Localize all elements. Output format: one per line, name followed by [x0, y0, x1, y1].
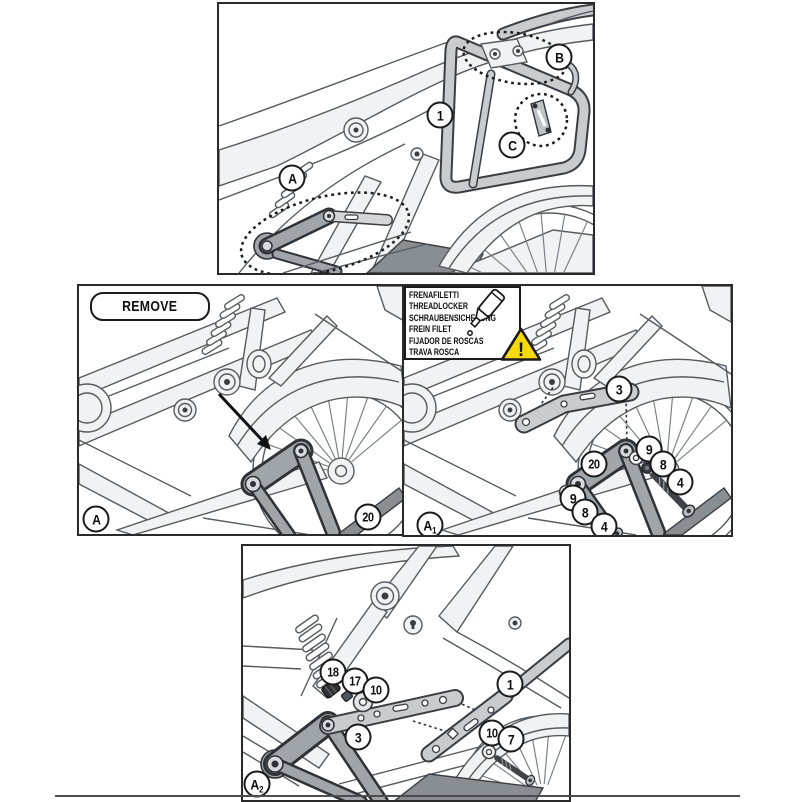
- panel-step-overview: A B C 1: [217, 2, 595, 275]
- callout-part-1: 1: [496, 670, 524, 698]
- dotted-ellipse-highlight: [239, 191, 411, 273]
- side-case-hook-rail: [530, 99, 552, 137]
- callout-c: C: [498, 131, 526, 159]
- callout-part-7: 7: [497, 725, 525, 753]
- motorcycle-rack-overview-art: [219, 4, 593, 273]
- stock-link-bracket: [253, 207, 393, 273]
- callout-part-4: 4: [590, 512, 618, 535]
- threadlocker-text: TRAVA ROSCA: [409, 347, 460, 358]
- callout-part-1: 1: [426, 101, 454, 129]
- motorcycle-stay-install-art: [243, 546, 569, 800]
- arrow-icon: [217, 392, 271, 450]
- threadlocker-text: SCHRAUBENSICHERUNG: [409, 312, 496, 323]
- callout-part-4: 4: [666, 468, 694, 496]
- callout-part-20: 20: [580, 450, 608, 478]
- dotted-circle-highlight: [513, 92, 569, 148]
- threadlocker-text: THREADLOCKER: [409, 301, 468, 312]
- callout-part-3: 3: [344, 723, 372, 751]
- callout-part-3: 3: [605, 375, 633, 403]
- rack-top-mount: [480, 38, 528, 69]
- callout-b: B: [545, 43, 573, 71]
- threadlocker-text: FRENAFILETTI: [409, 290, 459, 300]
- remove-label: REMOVE: [90, 292, 210, 321]
- callout-part-20: 20: [354, 503, 382, 531]
- callout-part-9: 9: [635, 435, 663, 463]
- threadlocker-text: FREIN FILET: [409, 324, 452, 335]
- threadlocker-note: FRENAFILETTI THREADLOCKER SCHRAUBENSICHE…: [404, 286, 521, 360]
- panel-step-fit-bracket: FRENAFILETTI THREADLOCKER SCHRAUBENSICHE…: [402, 284, 733, 537]
- pannier-rack-part-1: [439, 35, 591, 194]
- wheel-spokes: [466, 213, 589, 273]
- motorcycle-remove-step-art: [79, 286, 402, 534]
- bracket-part-3: [319, 689, 464, 735]
- callout-part-10: 10: [362, 676, 390, 704]
- panel-step-remove: REMOVE A 20: [77, 284, 404, 536]
- threadlocker-text: FIJADOR DE ROSCAS: [409, 335, 484, 346]
- callout-a: A: [82, 505, 110, 533]
- callout-a: A: [278, 164, 306, 192]
- next-figure-top-rule: [55, 795, 740, 798]
